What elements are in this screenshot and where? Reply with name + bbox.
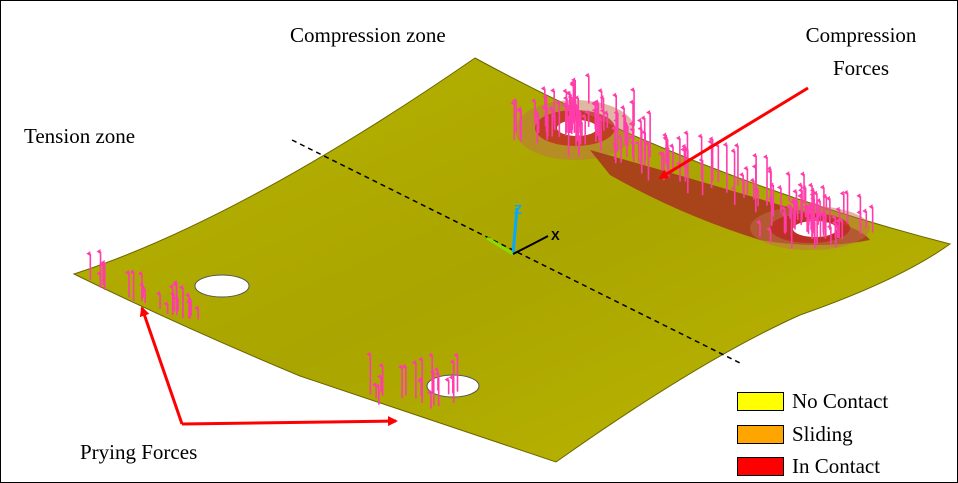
compression-forces-line1: Compression: [805, 23, 917, 47]
axis-x-label: X: [551, 228, 560, 243]
legend-label: No Contact: [792, 388, 889, 413]
steel-plate: [72, 57, 952, 463]
tension-zone-label: Tension zone: [24, 124, 136, 148]
prying-forces-arrow-right: [181, 416, 398, 427]
axis-triad: Z X: [486, 202, 560, 256]
legend-swatch: [737, 456, 784, 476]
axis-z-label: Z: [514, 202, 522, 217]
legend-item: In Contact: [737, 453, 880, 479]
compression-zone-label: Compression zone: [290, 23, 446, 47]
legend-item: Sliding: [737, 421, 853, 447]
compression-forces-line2: Forces: [833, 56, 889, 81]
legend-swatch: [737, 391, 784, 411]
prying-forces-arrow-left: [139, 306, 184, 425]
compression-forces-label: Compression Forces: [786, 23, 936, 81]
prying-forces-label: Prying Forces: [80, 440, 198, 464]
compression-forces-arrow: [658, 86, 809, 180]
legend-swatch: [737, 424, 784, 444]
legend-label: In Contact: [792, 453, 881, 478]
force-arrows: [86, 72, 874, 409]
neutral-axis-line: [291, 139, 741, 364]
bolt-hole: [194, 274, 250, 298]
legend-item: No Contact: [737, 388, 888, 414]
legend-label: Sliding: [792, 421, 853, 446]
